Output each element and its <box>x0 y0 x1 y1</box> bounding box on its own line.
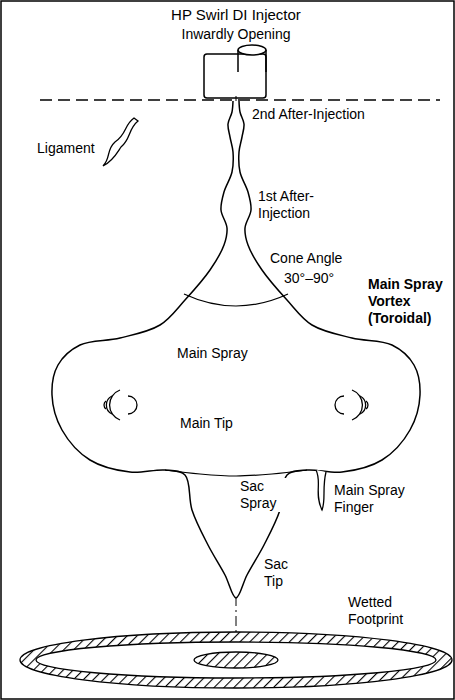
nozzle-plane-line <box>40 99 440 100</box>
spray-outline-group <box>52 101 420 598</box>
part-label: Wetted Footprint <box>346 594 442 628</box>
part-label: Main Spray Vortex (Toroidal) <box>366 276 450 326</box>
part-label: Ligament <box>35 140 97 157</box>
main-tip-edge <box>165 470 307 476</box>
part-label: Sac Spray <box>238 478 288 512</box>
part-label: Main Spray Finger <box>332 482 428 516</box>
part-label: Inwardly Opening <box>180 26 293 43</box>
part-label: Cone Angle <box>268 250 344 267</box>
injector-body <box>204 45 266 98</box>
spray-finger-shape <box>316 470 326 510</box>
diagram-title: HP Swirl DI Injector <box>169 6 303 23</box>
vortex-swirls <box>104 390 368 420</box>
part-label: 2nd After-Injection <box>250 106 367 123</box>
part-label: 30°–90° <box>282 270 336 287</box>
cone-angle-arc <box>184 294 288 306</box>
part-label: 1st After-Injection <box>256 188 360 222</box>
part-label: Main Tip <box>178 415 235 432</box>
ligament-shape <box>103 118 138 166</box>
part-label: Main Spray <box>175 345 250 362</box>
wetted-footprint <box>20 632 452 688</box>
spray-outline <box>52 101 420 598</box>
part-label: Sac Tip <box>262 556 302 590</box>
